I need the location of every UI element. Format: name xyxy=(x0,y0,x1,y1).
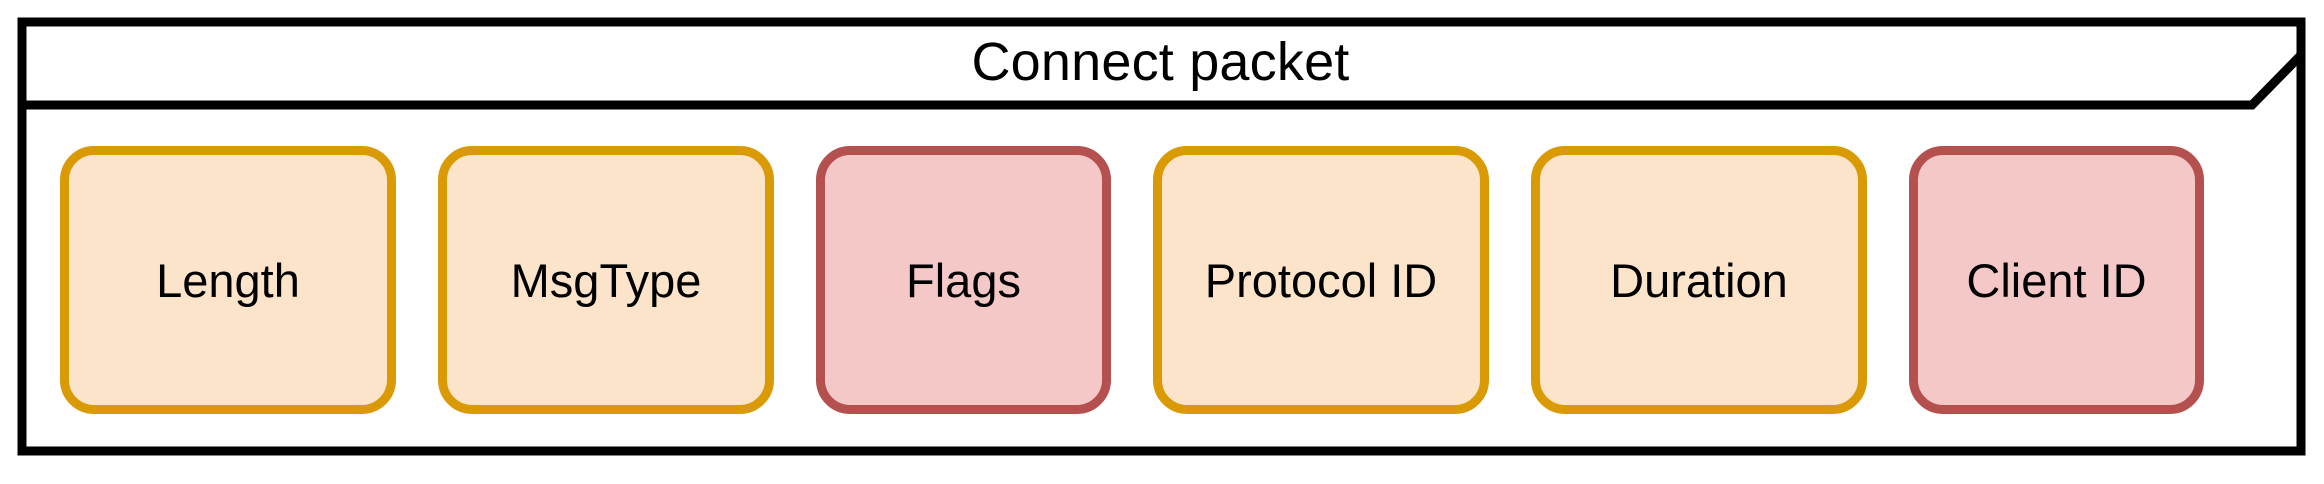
packet-field-label: Client ID xyxy=(1966,253,2147,307)
packet-field-msgtype[interactable]: MsgType xyxy=(438,146,774,414)
frame-title-separator xyxy=(22,51,2305,110)
packet-field-client-id[interactable]: Client ID xyxy=(1909,146,2204,414)
packet-fields-row: Length MsgType Flags Protocol ID Duratio… xyxy=(18,105,2305,455)
packet-field-protocol-id[interactable]: Protocol ID xyxy=(1153,146,1489,414)
packet-field-label: Length xyxy=(156,253,300,307)
packet-field-label: Duration xyxy=(1610,253,1788,307)
packet-field-length[interactable]: Length xyxy=(60,146,396,414)
packet-field-duration[interactable]: Duration xyxy=(1531,146,1867,414)
packet-field-label: Protocol ID xyxy=(1204,253,1438,307)
frame-title-label: Connect packet xyxy=(971,31,1350,92)
packet-field-flags[interactable]: Flags xyxy=(816,146,1111,414)
packet-field-label: MsgType xyxy=(510,253,702,307)
frame-title: Connect packet xyxy=(18,18,2303,105)
packet-field-label: Flags xyxy=(906,253,1021,307)
frame-body-rect xyxy=(17,17,2306,456)
